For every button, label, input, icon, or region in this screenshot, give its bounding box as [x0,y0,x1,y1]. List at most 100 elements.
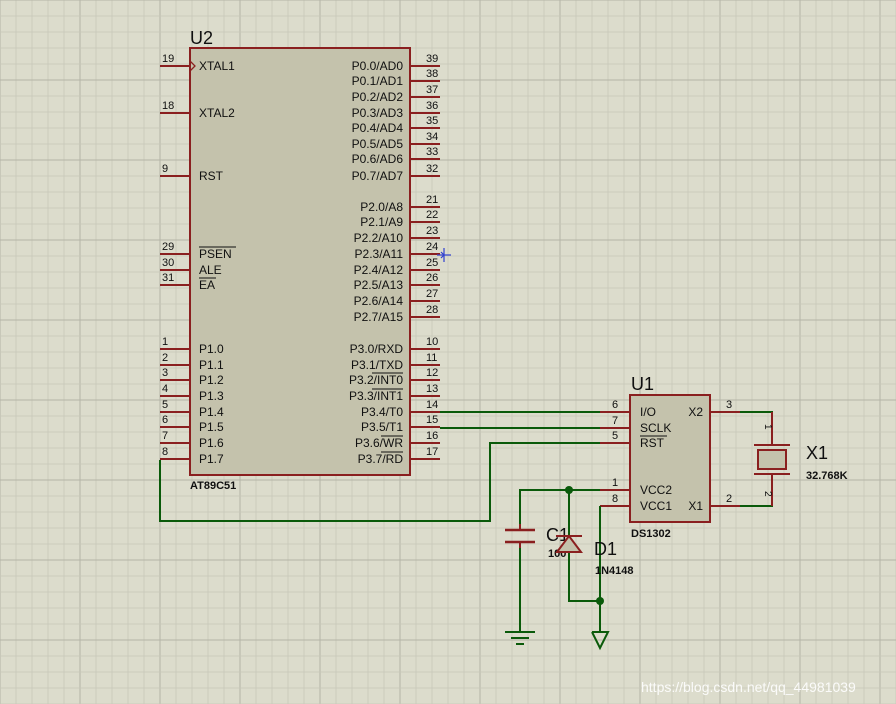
u2-pin-number: 4 [162,383,168,395]
clock-pin-marker [189,60,196,72]
x1-value-label: 32.768K [806,470,848,482]
u2-pin-number: 17 [426,446,438,458]
u2-pin-name: P1.5 [199,420,224,434]
u1-pin-name: RST [640,436,665,450]
u2-body [189,47,411,476]
u2-pin-number: 18 [162,100,174,112]
u2-part-label: AT89C51 [190,480,236,492]
u2-pin-number: 12 [426,367,438,379]
u2-pin-name: P3.3/INT1 [349,389,403,403]
u2-pin-name: XTAL1 [199,59,235,73]
u2-pin-number: 39 [426,53,438,65]
u2-pin-name: RST [199,169,224,183]
u2-pin-number: 15 [426,414,438,426]
u2-pin-number: 38 [426,68,438,80]
u2-pin-number: 21 [426,194,438,206]
u2-pin-number: 10 [426,336,438,348]
u1-pin-number: 6 [612,399,618,411]
u2-pin-name: P0.5/AD5 [352,137,404,151]
u2-pin-name: P3.2/INT0 [349,373,403,387]
u2-pin-name: P1.4 [199,405,224,419]
u2-pin-name: ALE [199,263,222,277]
d1-part-label: 1N4148 [595,565,634,577]
u2-pin-number: 35 [426,115,438,127]
u2-pin-number: 8 [162,446,168,458]
u2-pin-number: 30 [162,257,174,269]
u2-pin-name: P2.7/A15 [354,310,404,324]
u2-pin-number: 5 [162,399,168,411]
u1-pin-name: VCC1 [640,499,672,513]
u2-pin-number: 31 [162,272,174,284]
u2-pin-number: 13 [426,383,438,395]
u2-pin-name: P2.0/A8 [360,200,403,214]
wire-vcc2-node [519,489,600,524]
u2-pin-name: P0.2/AD2 [352,90,404,104]
d1-diode[interactable]: D1 1N4148 [555,534,634,577]
u1-pin-name: SCLK [640,421,671,435]
x1-crystal[interactable]: 1 2 X1 32.768K [754,412,848,506]
u2-pin-number: 14 [426,399,438,411]
u1-pin-number: 2 [726,493,732,505]
u1-pin-name: X1 [688,499,703,513]
u1-pin-name: I/O [640,405,656,419]
junction-dot [596,597,604,605]
u2-pin-number: 7 [162,430,168,442]
u2-pin-number: 34 [426,131,438,143]
u1-pin-number: 8 [612,493,618,505]
u2-pin-name: P3.6/WR [355,436,403,450]
crosshair-probe-icon [437,248,451,262]
u2-pin-number: 29 [162,241,174,253]
wire-diode-bottom [568,552,600,602]
u2-pin-name: P0.6/AD6 [352,152,404,166]
u2-pin-number: 24 [426,241,438,253]
d1-ref-label: D1 [594,539,617,559]
x1-pin-top-num: 1 [762,424,773,430]
u2-pin-name: P0.0/AD0 [352,59,404,73]
u1-pin-name: VCC2 [640,483,672,497]
u2-pin-name: XTAL2 [199,106,235,120]
u2-pin-name: P2.4/A12 [354,263,404,277]
x1-pin-bottom-num: 2 [762,491,773,497]
x1-quartz [757,449,787,470]
u2-pin-name: P0.1/AD1 [352,74,404,88]
u1-pin-name: X2 [688,405,703,419]
u2-pin-name: P3.4/T0 [361,405,403,419]
u1-pin-number: 7 [612,415,618,427]
u2-pin-name: PSEN [199,247,232,261]
u2-pin-number: 6 [162,414,168,426]
u2-pin-name: P2.5/A13 [354,278,404,292]
u2-pin-name: P3.7/RD [358,452,404,466]
u2-pin-number: 27 [426,288,438,300]
c1-capacitor[interactable]: C1 100 [505,524,569,560]
u2-pin-name: P2.3/A11 [355,247,404,261]
u1-pin-number: 1 [612,477,618,489]
ground-arrow-symbol[interactable] [591,631,610,651]
u2-pin-number: 33 [426,146,438,158]
u1-ref-label: U1 [631,374,654,394]
u2-pin-number: 11 [426,352,437,364]
u2-pin-number: 23 [426,225,438,237]
u2-ref-label: U2 [190,28,213,48]
u2-pin-number: 22 [426,209,438,221]
watermark: https://blog.csdn.net/qq_44981039 [641,679,856,695]
u2-pin-name: P2.1/A9 [360,215,403,229]
u2-pin-number: 2 [162,352,168,364]
u2-pin-name: P1.1 [199,358,224,372]
u2-pin-name: P2.2/A10 [354,231,404,245]
u2-pin-name: P0.3/AD3 [352,106,404,120]
u2-pin-name: P3.1/TXD [351,358,403,372]
u2-pin-name: EA [199,278,215,292]
u1-pin-number: 5 [612,430,618,442]
u2-pin-number: 16 [426,430,438,442]
u2-pin-number: 3 [162,367,168,379]
u2-pin-number: 25 [426,257,438,269]
ground-symbol[interactable] [505,631,535,645]
u2-pin-name: P0.4/AD4 [352,121,404,135]
u2-pin-name: P1.6 [199,436,224,450]
